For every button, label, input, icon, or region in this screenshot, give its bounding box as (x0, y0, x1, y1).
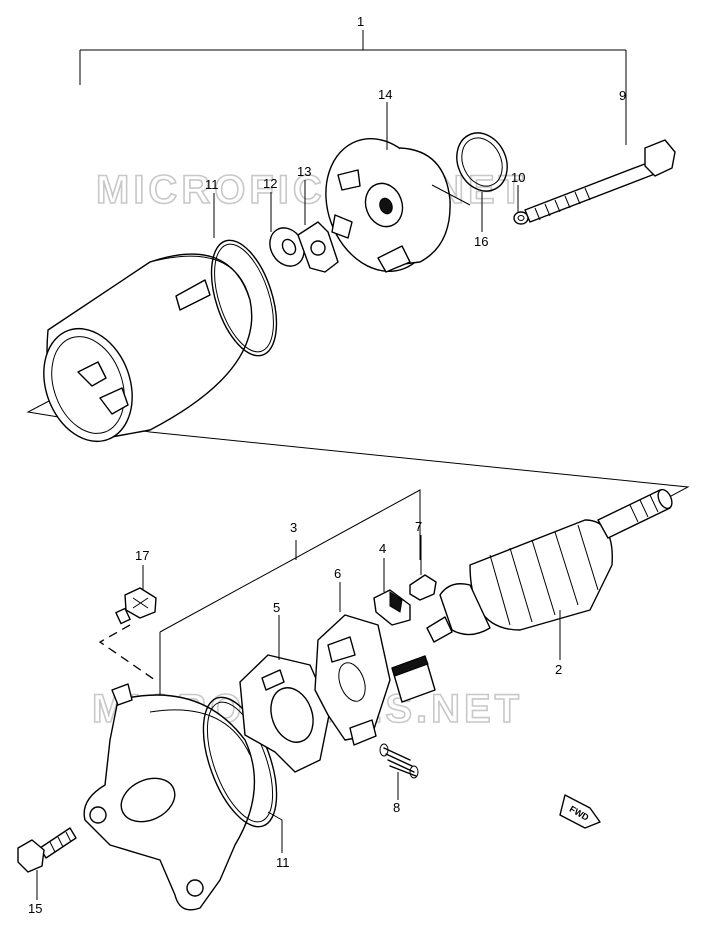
spring-8 (379, 743, 419, 779)
callout-4: 4 (379, 541, 386, 556)
callout-11-upper: 11 (205, 177, 219, 192)
watermark-top: MICROFICHES.NET (96, 168, 527, 212)
callout-2: 2 (555, 662, 562, 677)
o-ring-11-upper (210, 239, 278, 357)
assembly-bracket-1 (79, 30, 627, 145)
through-bolt-9 (524, 139, 676, 223)
callout-16: 16 (474, 234, 488, 249)
brush-side-block (391, 655, 436, 703)
end-housing-14 (325, 137, 471, 273)
brush-holder-6 (314, 614, 391, 746)
brush-4 (373, 589, 411, 626)
brush-plate-5 (239, 654, 331, 773)
callout-3: 3 (290, 520, 297, 535)
armature-2 (426, 488, 673, 643)
callout-17: 17 (135, 548, 149, 563)
callout-9: 9 (619, 88, 626, 103)
screw-7 (409, 574, 437, 601)
o-ring-11-lower (202, 696, 278, 828)
end-cover-housing (83, 683, 256, 911)
fwd-direction-badge: FWD (559, 794, 601, 829)
callout-10: 10 (511, 170, 525, 185)
shim-plate-13 (297, 221, 339, 273)
callout-labels: 1 9 14 11 12 13 10 16 3 7 17 4 6 5 2 8 1… (28, 14, 626, 916)
callout-14: 14 (378, 87, 392, 102)
callout-6: 6 (334, 566, 341, 581)
leader-lines (36, 102, 561, 900)
callout-5: 5 (273, 600, 280, 615)
callout-13: 13 (297, 164, 311, 179)
washer-10 (513, 211, 529, 225)
callout-12: 12 (263, 176, 277, 191)
yoke-housing (43, 253, 253, 443)
callout-15: 15 (28, 901, 42, 916)
callout-11-lower: 11 (276, 855, 290, 870)
o-ring-16 (456, 132, 508, 192)
bolt-15 (17, 827, 77, 873)
callout-8: 8 (393, 800, 400, 815)
washer-12 (269, 227, 305, 267)
callout-1: 1 (357, 14, 364, 29)
assembly-bracket-3 (159, 489, 421, 700)
screw-17 (98, 587, 157, 681)
callout-7: 7 (415, 519, 422, 534)
